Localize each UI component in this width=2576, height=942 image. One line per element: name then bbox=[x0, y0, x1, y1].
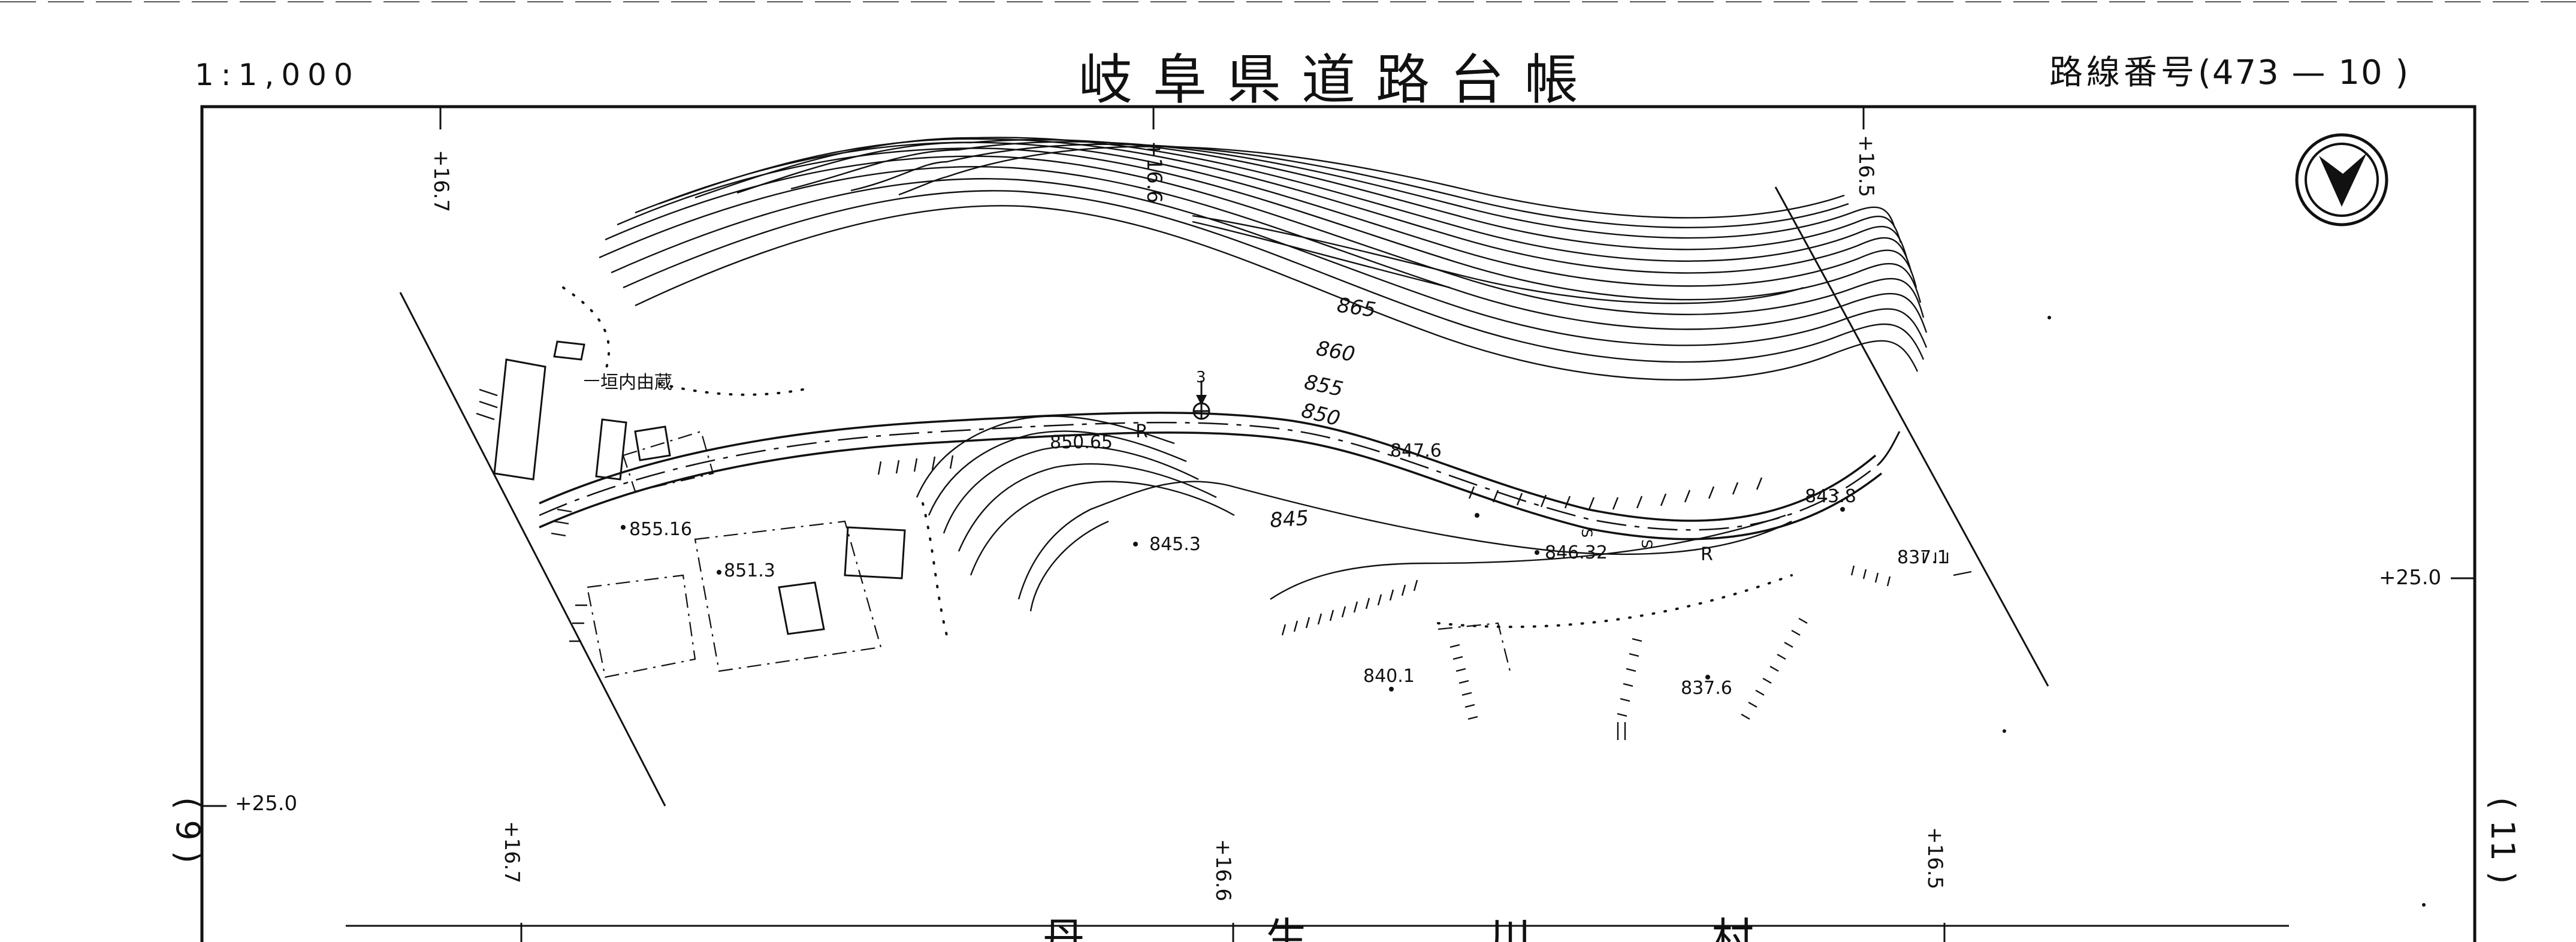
spot-elevation: 840.1 bbox=[1363, 666, 1415, 687]
strip-boundary-right bbox=[1774, 186, 2049, 687]
sheet-marker-right: ( 11 ) bbox=[2484, 797, 2521, 884]
spot-elevation: 855.16 bbox=[629, 519, 692, 540]
grid-ticks bbox=[202, 107, 2475, 942]
spot-elevation: 851.3 bbox=[724, 560, 775, 581]
contour-label: 860 bbox=[1314, 336, 1357, 367]
spot-elevation: 837.6 bbox=[1681, 678, 1732, 699]
contour-label: 850 bbox=[1299, 398, 1343, 431]
buildings bbox=[493, 340, 906, 635]
route-label: 路線番号 bbox=[2049, 53, 2198, 92]
route-mark: R bbox=[1701, 544, 1713, 565]
benchmark-icon bbox=[1192, 381, 1210, 420]
dotted-boundaries bbox=[562, 286, 1793, 636]
owner-label: 垣内由蔵 bbox=[600, 372, 672, 393]
sheet-marker-left: ( 9 ) bbox=[169, 797, 207, 864]
spot-elevation: 837.1 bbox=[1897, 547, 1949, 568]
route-number-value: (473 — 10 ) bbox=[2198, 53, 2410, 92]
slope-hatching bbox=[877, 455, 1891, 720]
grid-label-bottom-left: +16.7 bbox=[500, 821, 524, 883]
contour-label: 865 bbox=[1336, 293, 1378, 322]
grid-label-bottom-center: +16.6 bbox=[1211, 839, 1235, 901]
map-scale: 1:1,000 bbox=[195, 58, 360, 92]
misc-hatches bbox=[476, 388, 1972, 740]
grid-label-left-side: +25.0 bbox=[235, 792, 297, 816]
grid-label-right-side: +25.0 bbox=[2379, 566, 2441, 590]
road-centerline bbox=[539, 421, 1879, 531]
strip-boundary-left bbox=[399, 292, 666, 807]
bottom-village-name: 丹 生 川 村 bbox=[1043, 914, 1838, 942]
spot-elevation: 845.3 bbox=[1149, 534, 1201, 555]
lower-contours bbox=[916, 415, 1792, 612]
road-alignment bbox=[539, 412, 1901, 541]
misc-mark: S bbox=[1638, 539, 1655, 548]
spot-elevation: 850.65 bbox=[1050, 432, 1113, 453]
contour-label: 855 bbox=[1302, 370, 1345, 402]
route-mark: R bbox=[1136, 421, 1148, 442]
grid-label-bottom-right: +16.5 bbox=[1923, 827, 1947, 889]
benchmark-number: 3 bbox=[1196, 369, 1206, 387]
map-frame bbox=[200, 105, 2477, 942]
misc-mark: S bbox=[1578, 529, 1595, 538]
spot-elevation: 843.8 bbox=[1805, 486, 1856, 507]
map-title: 岐阜県道路台帳 bbox=[1079, 49, 1599, 111]
spot-dots bbox=[621, 316, 2426, 907]
north-arrow-icon bbox=[2295, 133, 2388, 227]
lot-boundaries bbox=[586, 430, 1511, 678]
spot-elevation: 847.6 bbox=[1390, 440, 1442, 461]
spot-elevation: 846.32 bbox=[1545, 542, 1608, 563]
contour-label: 845 bbox=[1269, 506, 1310, 533]
route-number: 路線番号(473 — 10 ) bbox=[2049, 46, 2409, 94]
grid-label-top-center: +16.6 bbox=[1142, 141, 1166, 203]
contour-lines bbox=[599, 137, 1928, 381]
grid-label-top-right: +16.5 bbox=[1854, 135, 1878, 197]
grid-label-top-left: +16.7 bbox=[429, 150, 453, 212]
